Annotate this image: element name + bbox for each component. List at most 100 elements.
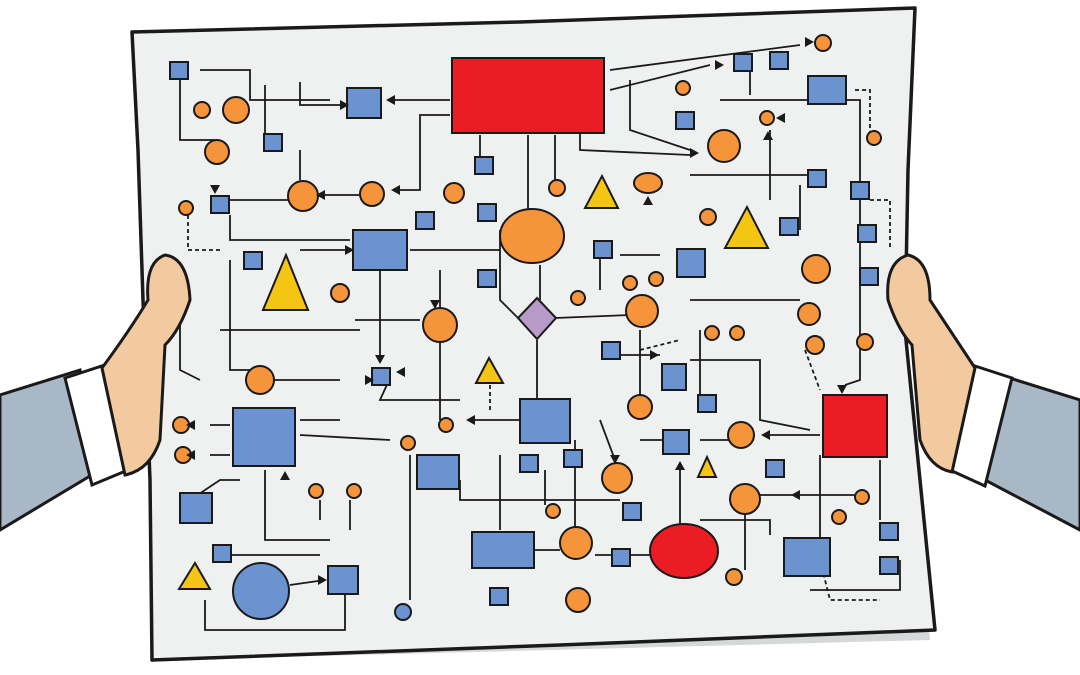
blue-process-box [662, 429, 690, 455]
arrowhead-icon [610, 455, 620, 464]
connector-line [229, 215, 350, 241]
orange-node [204, 139, 230, 165]
blue-process-box [471, 531, 535, 569]
arrowhead-icon [763, 131, 773, 140]
orange-node [854, 489, 870, 505]
blue-node [394, 603, 412, 621]
arrowhead-icon [186, 450, 195, 460]
connector-line [299, 82, 345, 106]
red-terminal-node [649, 523, 719, 579]
blue-process-box [783, 537, 831, 577]
small-blue-box [879, 522, 899, 541]
small-blue-box [593, 240, 613, 259]
blue-terminal-node [232, 562, 290, 620]
blue-process-box [416, 454, 460, 490]
connector-line [810, 560, 901, 591]
connector-line [395, 114, 450, 191]
arrowhead-icon [791, 490, 800, 500]
connector-line [720, 99, 861, 180]
connector-line [609, 44, 801, 71]
small-blue-box [733, 53, 753, 72]
dashed-connector [855, 89, 871, 140]
connector-line [609, 64, 711, 91]
orange-node [193, 101, 211, 119]
arrowhead-icon [210, 185, 220, 194]
flowchart-shapes [169, 34, 899, 621]
connector-line [204, 580, 346, 631]
small-blue-box [850, 181, 870, 200]
dashed-connector [804, 349, 821, 391]
blue-process-box [232, 407, 296, 467]
small-blue-box [210, 195, 230, 214]
right-arm [886, 253, 1080, 532]
small-blue-box [779, 217, 799, 236]
connector-line [264, 470, 330, 541]
small-blue-box [489, 587, 509, 606]
red-process-box [451, 57, 605, 134]
orange-node [222, 96, 250, 124]
right-hand [886, 253, 977, 474]
orange-node [545, 503, 561, 519]
orange-node [627, 394, 653, 420]
small-blue-box [474, 156, 494, 175]
blue-process-box [807, 75, 847, 105]
yellow-triangle [261, 252, 310, 311]
orange-node [287, 180, 319, 212]
connector-line [554, 314, 631, 319]
small-blue-box [769, 51, 789, 70]
arrowhead-icon [776, 113, 785, 123]
orange-node [438, 417, 454, 433]
orange-node [622, 275, 638, 291]
orange-node [729, 325, 745, 341]
small-blue-box [563, 449, 583, 468]
orange-node [601, 462, 633, 494]
connector-lines [179, 44, 901, 631]
orange-node [729, 483, 761, 515]
blue-process-box [327, 565, 359, 595]
yellow-triangle [696, 454, 718, 478]
small-blue-box [263, 133, 283, 152]
orange-node [797, 302, 821, 326]
orange-node [548, 179, 566, 197]
connector-line [599, 419, 616, 461]
small-blue-box [857, 224, 877, 243]
orange-node [178, 200, 194, 216]
arrowhead-icon [466, 415, 475, 425]
connector-line [499, 230, 521, 321]
arrowhead-icon [690, 148, 699, 158]
blue-process-box [346, 87, 382, 119]
arrowhead-icon [386, 95, 395, 105]
orange-node [704, 325, 720, 341]
connector-line [579, 130, 691, 156]
small-blue-box [243, 251, 263, 270]
orange-node [359, 181, 385, 207]
small-blue-box [415, 211, 435, 230]
connector-line [299, 434, 391, 441]
arrowhead-icon [316, 190, 325, 200]
orange-node [625, 294, 659, 328]
arrowhead-icon [340, 100, 349, 110]
orange-node [422, 307, 458, 343]
orange-node [814, 34, 832, 52]
orange-node [648, 271, 664, 287]
small-blue-box [371, 367, 391, 386]
arrowhead-icon [186, 420, 195, 430]
small-blue-box [622, 502, 642, 521]
connector-line [690, 359, 811, 431]
small-blue-box [611, 548, 631, 567]
arrowhead-icon [345, 245, 354, 255]
small-blue-box [212, 544, 232, 563]
orange-node [675, 80, 691, 96]
orange-node [330, 283, 350, 303]
orange-node [633, 172, 663, 194]
orange-node [759, 110, 775, 126]
small-blue-box [519, 454, 539, 473]
yellow-triangle [583, 173, 620, 209]
arrowhead-icon [391, 185, 400, 195]
orange-node [570, 290, 586, 306]
arrowhead-icon [318, 575, 327, 585]
arrowhead-icon [396, 367, 405, 377]
arrowhead-icon [837, 385, 847, 394]
blue-process-box [179, 492, 213, 524]
